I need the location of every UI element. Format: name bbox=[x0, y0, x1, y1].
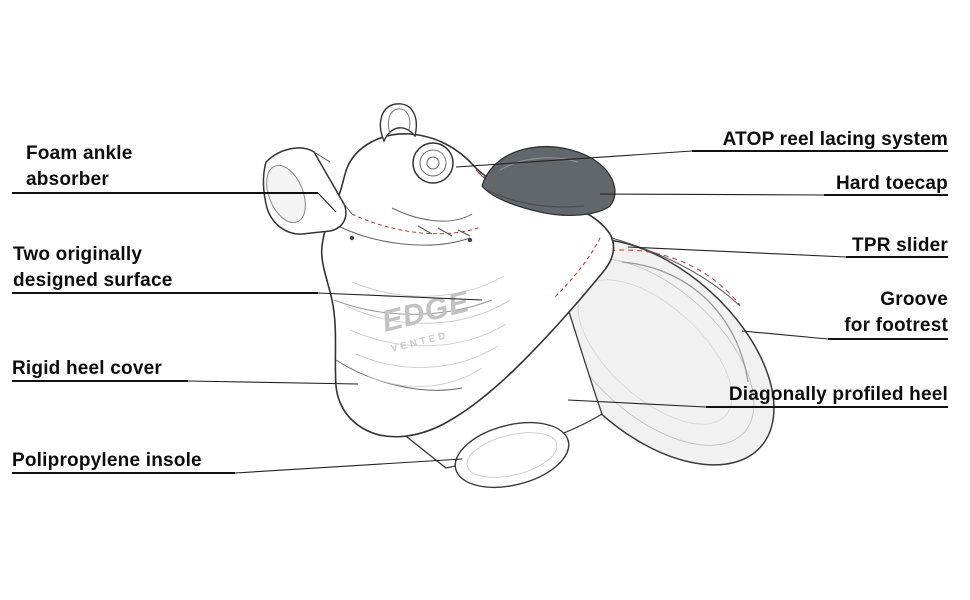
callout-diagonally-profiled-heel bbox=[567, 399, 948, 408]
label-atop-reel-lacing: ATOP reel lacing system bbox=[722, 129, 948, 150]
hard-toecap-part bbox=[481, 145, 616, 216]
vent-texture bbox=[345, 275, 511, 387]
footrest-groove-line bbox=[621, 261, 749, 383]
callout-groove-for-footrest bbox=[741, 330, 948, 340]
callout-two-designed-surface bbox=[12, 292, 483, 301]
label-tpr-slider: TPR slider bbox=[852, 235, 948, 256]
insole-oval bbox=[454, 421, 570, 489]
callout-rigid-heel-cover bbox=[12, 380, 359, 385]
label-two-designed-surface: Two originally designed surface bbox=[13, 244, 173, 291]
label-hard-toecap: Hard toecap bbox=[835, 173, 948, 194]
callout-lines bbox=[12, 150, 948, 474]
callout-polipropylene-insole bbox=[12, 458, 463, 474]
callout-atop-reel-lacing bbox=[455, 150, 948, 168]
callout-hard-toecap bbox=[599, 193, 948, 196]
callout-tpr-slider bbox=[627, 246, 948, 258]
label-groove-for-footrest: Groove for footrest bbox=[844, 289, 948, 336]
callout-foam-ankle-absorber bbox=[12, 192, 337, 213]
pull-loop bbox=[379, 103, 417, 143]
atop-reel-dial bbox=[412, 142, 454, 184]
label-foam-ankle-absorber: Foam ankle absorber bbox=[26, 143, 133, 190]
label-diagonally-profiled-heel: Diagonally profiled heel bbox=[728, 384, 948, 405]
lace-guides bbox=[417, 225, 471, 237]
heel-cover-seam bbox=[335, 359, 463, 391]
foam-ankle-absorber-part bbox=[262, 147, 353, 235]
label-polipropylene-insole: Polipropylene insole bbox=[12, 450, 202, 471]
label-rigid-heel-cover: Rigid heel cover bbox=[12, 358, 162, 379]
